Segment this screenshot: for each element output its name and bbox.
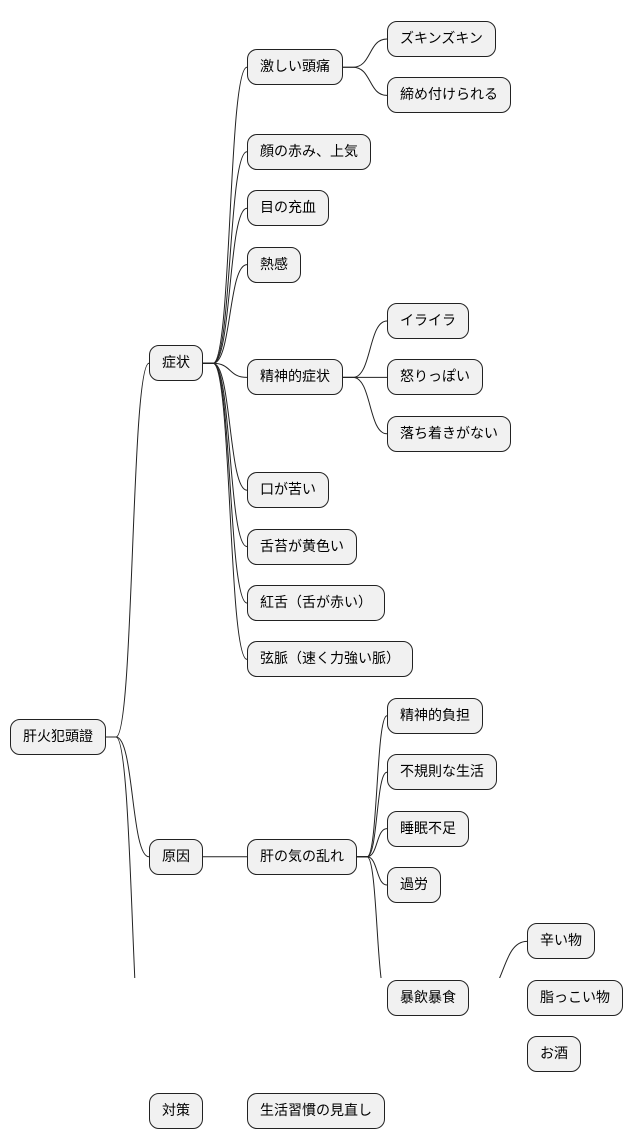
mindmap-node-root-0-0: 激しい頭痛 xyxy=(247,49,343,86)
mindmap-node-root-0-8: 弦脈（速く力強い脈） xyxy=(247,641,413,678)
mindmap-node-root: 肝火犯頭證 xyxy=(10,718,106,755)
edge-root-0-0 xyxy=(203,66,248,364)
mindmap-node-root-1-0-4-0: 辛い物 xyxy=(527,923,595,960)
edge-root-1-0-1 xyxy=(357,771,388,858)
mindmap-node-root-2-0: 生活習慣の見直し xyxy=(247,1092,385,1129)
edge-root-1-0-4 xyxy=(357,856,382,978)
mindmap-node-root-0-1: 顔の赤み、上気 xyxy=(247,133,371,170)
edge-root-1 xyxy=(106,736,150,858)
edge-root-0-3 xyxy=(203,264,248,364)
mindmap-node-root-0-2: 目の充血 xyxy=(247,190,329,227)
mindmap-node-root-1-0: 肝の気の乱れ xyxy=(247,838,357,875)
mindmap-node-root-1: 原因 xyxy=(149,838,203,875)
mindmap-canvas: 肝火犯頭證 症状 激しい頭痛 ズキンズキン締め付けられる顔の赤み、上気目の充血熱感精神… xyxy=(10,21,623,1129)
edge-root-0-0-1 xyxy=(343,66,388,96)
mindmap-node-root-2: 対策 xyxy=(149,1092,203,1129)
mindmap-node-root-1-0-0: 精神的負担 xyxy=(387,697,483,734)
mindmap-node-root-1-0-4: 暴飲暴食 xyxy=(387,979,469,1016)
mindmap-node-root-0-4-1: 怒りっぽい xyxy=(387,359,483,396)
mindmap-node-root-0-5: 口が苦い xyxy=(247,472,329,509)
edge-root-0-2 xyxy=(203,207,248,364)
mindmap-node-root-0-3: 熱感 xyxy=(247,246,301,283)
mindmap-node-root-1-0-2: 睡眠不足 xyxy=(387,810,469,847)
edge-root-1-0-0 xyxy=(357,715,388,858)
edge-root-0-4 xyxy=(203,362,248,378)
mindmap-node-root-0-0-1: 締め付けられる xyxy=(387,77,511,114)
mindmap-node-root-1-0-4-2: お酒 xyxy=(527,1036,581,1073)
mindmap-node-root-1-0-1: 不規則な生活 xyxy=(387,754,497,791)
mindmap-node-root-0-4-0: イライラ xyxy=(387,303,469,339)
edge-root-0-8 xyxy=(203,362,248,660)
mindmap-node-root-1-0-3: 過労 xyxy=(387,867,441,903)
edge-root-0-4-0 xyxy=(343,320,388,378)
edge-root-0-1 xyxy=(203,151,248,364)
edge-root-0-4-2 xyxy=(343,376,388,435)
mindmap-node-root-0-4-2: 落ち着きがない xyxy=(387,415,511,452)
mindmap-node-root-0-7: 紅舌（舌が赤い） xyxy=(247,585,385,621)
mindmap-node-root-0-0-0: ズキンズキン xyxy=(387,21,496,57)
mindmap-node-root-0-6: 舌苔が黄色い xyxy=(247,528,357,565)
edge-root-0-0-0 xyxy=(343,38,388,68)
edge-root-1-0-4-0 xyxy=(499,940,528,978)
mindmap-edges xyxy=(106,38,528,978)
edge-root-2 xyxy=(106,736,136,978)
mindmap-node-root-1-0-4-1: 脂っこい物 xyxy=(527,979,623,1016)
edge-root-0 xyxy=(106,362,150,738)
mindmap-node-root-0-4: 精神的症状 xyxy=(247,359,343,396)
mindmap-node-root-0: 症状 xyxy=(149,345,203,382)
